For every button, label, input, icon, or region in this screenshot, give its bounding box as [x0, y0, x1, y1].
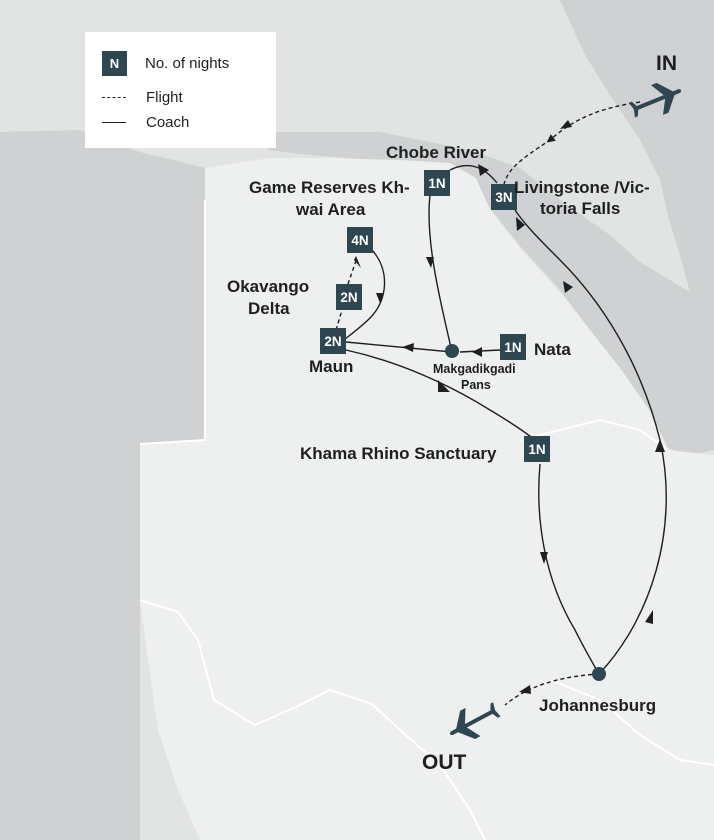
coach-arrow-maun-makgadikgadi	[402, 343, 414, 352]
country-border-4	[549, 679, 714, 766]
flight-route-okavango	[335, 257, 358, 331]
legend-nights-row: N No. of nights	[102, 51, 229, 76]
badge-khwai: 4N	[347, 227, 373, 253]
label-livingstone-1: Livingstone /Vic-	[514, 178, 650, 197]
badge-khama: 1N	[524, 436, 550, 462]
legend-nights-label: No. of nights	[145, 55, 230, 72]
legend-coach-row: Coach	[102, 114, 189, 131]
country-border-2	[139, 599, 486, 840]
country-border-3	[519, 418, 669, 451]
badge-okavango: 2N	[336, 284, 362, 310]
makgadikgadi-stop-icon	[445, 344, 459, 358]
badge-chobe: 1N	[424, 170, 450, 196]
legend-flight-row: Flight	[102, 89, 183, 106]
svg-text:1N: 1N	[428, 176, 445, 191]
label-makgadikgadi-1: Makgadikgadi	[433, 362, 516, 376]
coach-arrow-chobe-down	[426, 257, 434, 268]
coach-arrow-livingstone-chobe	[478, 164, 489, 176]
country-border-1	[139, 200, 206, 445]
label-chobe: Chobe River	[386, 143, 487, 162]
coach-route-khama-johannesburg	[538, 463, 600, 675]
flight-arrow-in	[560, 120, 572, 129]
svg-text:3N: 3N	[495, 190, 512, 205]
flight-arrow-okavango	[354, 256, 361, 268]
coach-arrow-up-3	[563, 281, 573, 293]
badge-livingstone: 3N	[491, 184, 517, 210]
map-legend: N No. of nights Flight Coach	[85, 32, 276, 148]
label-johannesburg: Johannesburg	[539, 696, 656, 715]
coach-route-maun-makgadikgadi	[345, 341, 453, 353]
label-khwai-2: wai Area	[295, 200, 366, 219]
svg-text:1N: 1N	[504, 340, 521, 355]
label-okavango-2: Delta	[248, 299, 290, 318]
legend-badge: N	[102, 51, 127, 76]
svg-text:2N: 2N	[340, 290, 357, 305]
legend-dashed-line-icon	[102, 97, 126, 98]
svg-text:2N: 2N	[324, 334, 341, 349]
label-makgadikgadi-2: Pans	[461, 378, 491, 392]
land-west	[0, 130, 205, 840]
label-out: OUT	[422, 751, 467, 774]
legend-solid-line-icon	[102, 122, 126, 123]
label-okavango-1: Okavango	[227, 277, 309, 296]
coach-arrow-nata	[472, 347, 482, 357]
label-khwai-1: Game Reserves Kh-	[249, 178, 410, 197]
coach-arrow-khama-johannesburg	[540, 552, 548, 564]
country-main	[140, 158, 714, 840]
svg-text:1N: 1N	[528, 442, 545, 457]
coach-route-maun-khama	[345, 349, 536, 441]
svg-text:4N: 4N	[351, 233, 368, 248]
airplane-out-icon	[449, 702, 501, 739]
airplane-in-icon	[628, 82, 682, 118]
land-far-east	[560, 0, 714, 300]
coach-arrow-up-4	[516, 217, 525, 231]
coach-route-makgadikgadi-chobe	[428, 194, 453, 353]
flight-route-in	[502, 101, 641, 191]
label-khama: Khama Rhino Sanctuary	[300, 444, 497, 463]
label-maun: Maun	[309, 357, 353, 376]
coach-arrow-maun-khama	[438, 380, 450, 392]
badge-nata: 1N	[500, 334, 526, 360]
coach-route-chobe-livingstone	[449, 165, 498, 184]
label-in: IN	[656, 52, 677, 75]
label-nata: Nata	[534, 340, 571, 359]
flight-arrow-out	[519, 685, 531, 694]
coach-route-johannesburg-livingstone	[514, 209, 667, 675]
badge-maun: 2N	[320, 328, 346, 354]
coach-arrow-up-1	[645, 610, 653, 624]
johannesburg-stop-icon	[592, 667, 606, 681]
label-livingstone-2: toria Falls	[540, 199, 620, 218]
coach-arrow-khwai-maun	[376, 293, 384, 303]
coach-route-khwai-maun	[339, 249, 386, 344]
flight-route-out	[504, 673, 600, 706]
legend-flight-label: Flight	[146, 89, 183, 106]
coach-arrow-up-2	[655, 439, 665, 452]
legend-coach-label: Coach	[146, 114, 190, 131]
